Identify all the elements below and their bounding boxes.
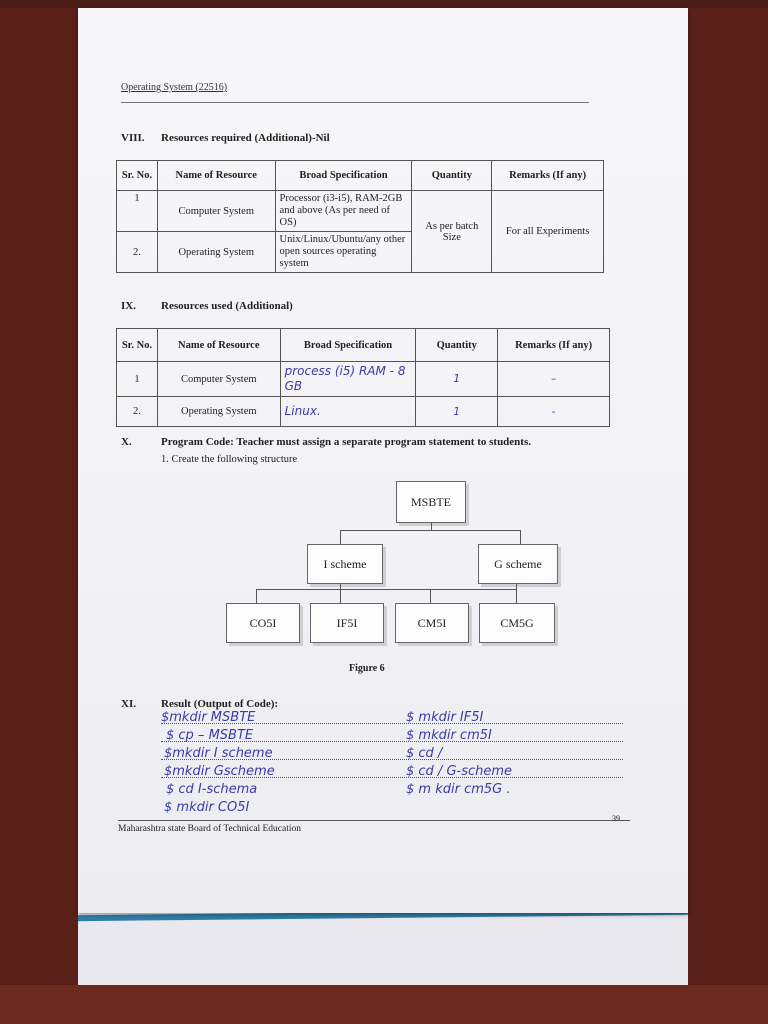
- dotted-line: [161, 744, 623, 760]
- tree-node-cm5i: CM5I: [395, 603, 469, 643]
- row-remarks-handwritten: -: [497, 396, 610, 427]
- col-remarks: Remarks (If any): [491, 160, 604, 191]
- section-ix-title: Resources used (Additional): [161, 300, 293, 312]
- tree-connector: [340, 530, 520, 531]
- dotted-line: [161, 762, 623, 778]
- output-line-right: $ m kdir cm5G .: [406, 782, 511, 797]
- tree-connector: [430, 589, 431, 603]
- row-quantity-handwritten: 1: [415, 361, 499, 397]
- row-sr: 2.: [116, 231, 158, 273]
- tree-node-root: MSBTE: [396, 481, 466, 523]
- row-name: Operating System: [156, 396, 281, 427]
- page-header-title: Operating System (22516): [121, 82, 228, 93]
- document-page: Operating System (22516) VIII. Resources…: [78, 8, 688, 913]
- col-broad-specification: Broad Specification: [274, 160, 413, 191]
- header-rule: [121, 102, 589, 103]
- col-name-of-resource: Name of Resource: [156, 328, 281, 362]
- section-ix-number: IX.: [121, 300, 136, 312]
- remarks-cell: For all Experiments: [491, 190, 604, 273]
- output-line-right: $ mkdir cm5I: [406, 728, 492, 743]
- figure-caption: Figure 6: [349, 663, 385, 674]
- row-spec: Processor (i3-i5), RAM-2GB and above (As…: [274, 190, 413, 232]
- tree-connector: [340, 584, 341, 589]
- footer-rule: [118, 820, 630, 821]
- tree-node-if5i: IF5I: [310, 603, 384, 643]
- table-row: 2. Operating System Unix/Linux/Ubuntu/an…: [116, 231, 604, 273]
- page-number: 39: [612, 814, 620, 823]
- tree-connector: [520, 530, 521, 544]
- tree-connector: [516, 584, 517, 603]
- col-sr-no: Sr. No.: [116, 160, 158, 191]
- table-header-row: Sr. No. Name of Resource Broad Specifica…: [116, 328, 610, 362]
- quantity-cell: As per batch Size: [411, 190, 493, 273]
- tree-connector: [431, 523, 432, 531]
- row-remarks-handwritten: –: [497, 361, 610, 397]
- row-sr: 1: [116, 190, 158, 232]
- output-line-left: $mkdir MSBTE: [161, 710, 256, 725]
- tree-connector: [340, 530, 341, 544]
- output-line-right: $ cd /: [406, 746, 443, 761]
- col-name-of-resource: Name of Resource: [156, 160, 276, 191]
- row-name: Computer System: [156, 361, 281, 397]
- output-line-left: $ cp – MSBTE: [166, 728, 254, 743]
- col-broad-specification: Broad Specification: [279, 328, 417, 362]
- tree-connector: [256, 589, 257, 603]
- footer-board-name: Maharashtra state Board of Technical Edu…: [118, 824, 302, 834]
- row-sr: 1: [116, 361, 158, 397]
- row-spec-handwritten: Linux.: [279, 396, 417, 427]
- output-line-right: $ mkdir IF5I: [406, 710, 484, 725]
- section-xi-number: XI.: [121, 698, 136, 710]
- row-sr: 2.: [116, 396, 158, 427]
- col-quantity: Quantity: [411, 160, 493, 191]
- tree-node-i-scheme: I scheme: [307, 544, 383, 584]
- section-xi-title: Result (Output of Code):: [161, 698, 279, 710]
- background-top: [0, 0, 768, 8]
- table-header-row: Sr. No. Name of Resource Broad Specifica…: [116, 160, 604, 191]
- output-line-left: $mkdir I scheme: [164, 746, 273, 761]
- table-row: 2. Operating System Linux. 1 -: [116, 396, 610, 427]
- table-row: 1 Computer System process (i5) RAM - 8 G…: [116, 361, 610, 397]
- row-name: Operating System: [156, 231, 276, 273]
- section-x-title: Program Code: Teacher must assign a sepa…: [161, 436, 531, 448]
- row-spec-handwritten: process (i5) RAM - 8 GB: [279, 361, 417, 397]
- tree-connector: [256, 589, 516, 590]
- dotted-line: [161, 726, 623, 742]
- tree-node-g-scheme: G scheme: [478, 544, 558, 584]
- section-x-number: X.: [121, 436, 132, 448]
- col-sr-no: Sr. No.: [116, 328, 158, 362]
- resources-required-table: Sr. No. Name of Resource Broad Specifica…: [116, 160, 604, 273]
- col-remarks: Remarks (If any): [497, 328, 610, 362]
- output-line-left: $mkdir Gscheme: [164, 764, 275, 779]
- section-viii-number: VIII.: [121, 132, 145, 144]
- background-bottom: [0, 985, 768, 1024]
- output-line-left: $ cd I-schema: [166, 782, 258, 797]
- col-quantity: Quantity: [415, 328, 499, 362]
- tree-node-cm5g: CM5G: [479, 603, 555, 643]
- tree-node-co5i: CO5I: [226, 603, 300, 643]
- row-name: Computer System: [156, 190, 276, 232]
- row-quantity-handwritten: 1: [415, 396, 499, 427]
- section-viii-title: Resources required (Additional)-Nil: [161, 132, 330, 144]
- dotted-line: [161, 708, 623, 724]
- table-row: 1 Computer System Processor (i3-i5), RAM…: [116, 190, 604, 273]
- tree-connector: [340, 589, 341, 603]
- resources-used-table: Sr. No. Name of Resource Broad Specifica…: [116, 328, 610, 427]
- row-spec: Unix/Linux/Ubuntu/any other open sources…: [274, 231, 413, 273]
- output-line-right: $ cd / G-scheme: [406, 764, 513, 779]
- section-x-subtitle: 1. Create the following structure: [161, 454, 298, 465]
- output-line-left: $ mkdir CO5I: [164, 800, 250, 815]
